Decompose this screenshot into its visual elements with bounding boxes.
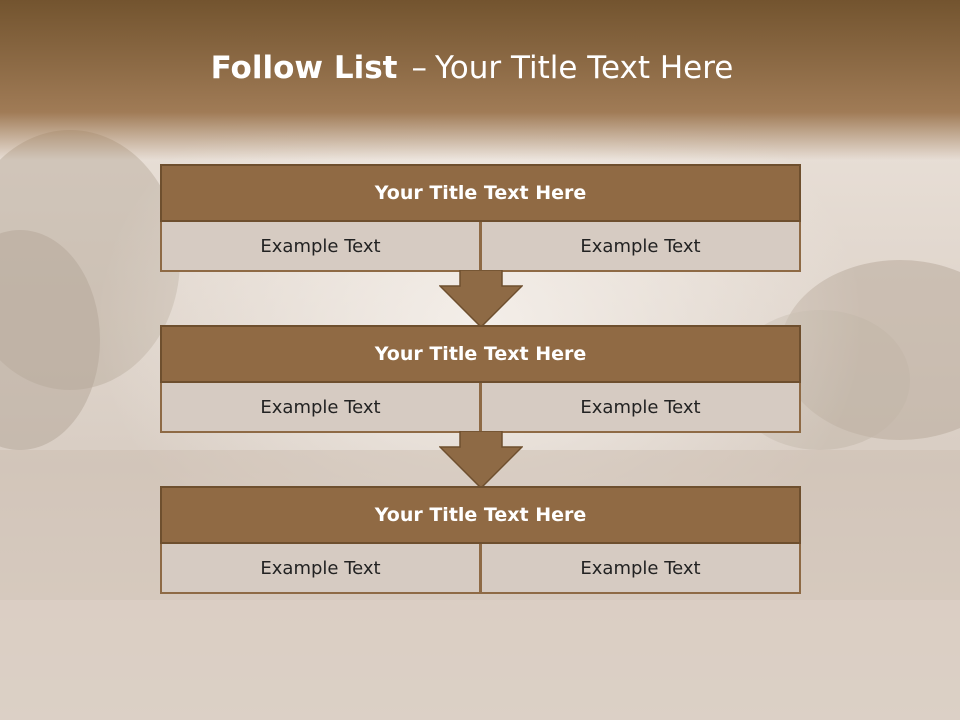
step-title: Your Title Text Here xyxy=(160,325,801,383)
step-row: Example Text Example Text xyxy=(160,383,801,433)
slide-title-bold: Follow List xyxy=(210,50,398,86)
step-cell-right: Example Text xyxy=(481,222,801,272)
step-block-2: Your Title Text Here Example Text Exampl… xyxy=(160,325,801,433)
slide-title-separator: – xyxy=(411,50,427,86)
step-block-1: Your Title Text Here Example Text Exampl… xyxy=(160,164,801,272)
step-cell-right: Example Text xyxy=(481,544,801,594)
header-band xyxy=(0,0,960,160)
step-title: Your Title Text Here xyxy=(160,486,801,544)
slide-title: Follow List–Your Title Text Here xyxy=(0,50,944,86)
down-arrow-icon xyxy=(439,431,523,489)
step-cell-left: Example Text xyxy=(160,383,481,433)
step-cell-left: Example Text xyxy=(160,544,481,594)
step-row: Example Text Example Text xyxy=(160,222,801,272)
down-arrow-icon xyxy=(439,270,523,328)
step-row: Example Text Example Text xyxy=(160,544,801,594)
step-cell-left: Example Text xyxy=(160,222,481,272)
step-block-3: Your Title Text Here Example Text Exampl… xyxy=(160,486,801,594)
step-cell-right: Example Text xyxy=(481,383,801,433)
slide-title-rest: Your Title Text Here xyxy=(434,50,734,86)
step-title: Your Title Text Here xyxy=(160,164,801,222)
